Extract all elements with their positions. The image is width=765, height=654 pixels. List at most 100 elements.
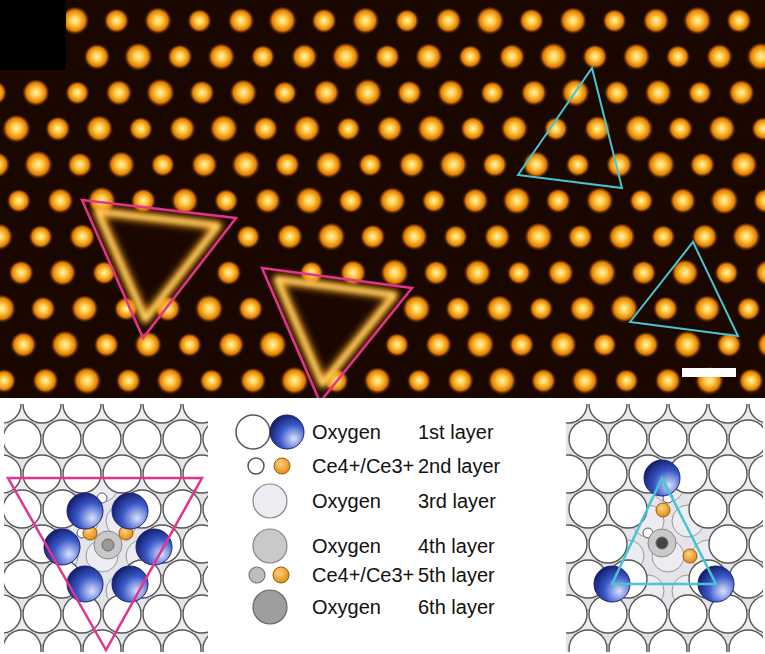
atom-blob bbox=[336, 118, 361, 143]
triangle-marker bbox=[262, 268, 412, 398]
ball-model bbox=[566, 404, 763, 652]
atom-blob bbox=[435, 8, 462, 35]
atom-blob bbox=[72, 367, 102, 397]
atom-blob bbox=[423, 261, 449, 287]
atom-blob bbox=[107, 152, 136, 181]
oxygen-1st bbox=[203, 490, 208, 528]
atom-blob bbox=[730, 152, 759, 181]
layer-3 bbox=[566, 404, 763, 652]
atom-blob bbox=[48, 260, 77, 289]
atom-blob bbox=[199, 370, 224, 395]
atom-blob bbox=[756, 332, 765, 361]
oxygen-1st-blue bbox=[44, 529, 80, 565]
oxygen-1st bbox=[163, 490, 201, 528]
atom-blob bbox=[115, 369, 141, 395]
atom-blob bbox=[239, 368, 266, 395]
atom-blob bbox=[667, 117, 693, 143]
atom-blob bbox=[565, 154, 590, 179]
atom-blob bbox=[582, 45, 608, 71]
atom-blob bbox=[385, 334, 410, 359]
atom-blob bbox=[482, 153, 508, 179]
ce-ion bbox=[683, 549, 697, 563]
atom-blob bbox=[10, 332, 37, 359]
oxygen-4th bbox=[94, 531, 122, 559]
triangle-marker bbox=[612, 478, 716, 584]
oxygen-1st bbox=[43, 630, 81, 652]
atom-blob bbox=[70, 296, 99, 325]
atom-blob bbox=[353, 79, 383, 109]
atom-blob bbox=[507, 262, 532, 287]
atom-blob bbox=[458, 46, 483, 71]
oxygen-1st bbox=[203, 560, 208, 598]
oxygen-1st bbox=[4, 420, 41, 458]
atom-blob bbox=[646, 151, 676, 181]
atom-blob bbox=[622, 44, 651, 73]
oxygen-1st bbox=[729, 560, 763, 598]
oxygen-1st bbox=[566, 455, 587, 493]
atom-blob bbox=[632, 332, 659, 359]
atom-blob bbox=[460, 117, 486, 143]
atom-blob bbox=[465, 331, 495, 361]
triangle-marker bbox=[8, 478, 202, 650]
atom-blob bbox=[518, 9, 544, 35]
atom-blob bbox=[709, 187, 739, 217]
atom-blob bbox=[85, 116, 114, 145]
atom-blob bbox=[93, 333, 119, 359]
atom-blob bbox=[214, 190, 239, 215]
atom-blob bbox=[530, 369, 556, 395]
triangle-marker bbox=[630, 242, 738, 336]
oxygen-1st bbox=[163, 630, 201, 652]
atom-blob bbox=[425, 332, 452, 359]
atom-blob bbox=[520, 80, 547, 107]
atom-blob bbox=[437, 80, 466, 109]
atom-blob bbox=[167, 45, 193, 71]
atom-blob bbox=[586, 188, 615, 217]
atom-blob bbox=[103, 9, 129, 35]
atom-blob bbox=[374, 45, 400, 71]
oxygen-1st bbox=[183, 595, 208, 633]
oxygen-1st bbox=[729, 490, 763, 528]
atom-blob bbox=[614, 370, 639, 395]
atom-blob bbox=[69, 224, 96, 251]
atom-blob bbox=[624, 115, 654, 145]
atom-blob bbox=[642, 8, 669, 35]
atom-blob bbox=[191, 152, 218, 179]
oxygen-1st bbox=[589, 404, 627, 423]
atom-blob bbox=[524, 223, 554, 253]
atom-blob bbox=[6, 190, 31, 215]
atom-blob bbox=[276, 224, 303, 251]
atom-blob bbox=[351, 8, 380, 37]
oxygen-1st bbox=[203, 420, 208, 458]
atom-blob bbox=[726, 9, 752, 35]
atom-blob bbox=[687, 82, 712, 107]
layer-label: 6th layer bbox=[418, 595, 495, 619]
oxygen-1st bbox=[689, 630, 727, 652]
oxygen-1st bbox=[669, 595, 707, 633]
atom-blob bbox=[498, 44, 525, 71]
atom-blob bbox=[134, 332, 163, 361]
oxygen-1st bbox=[689, 420, 727, 458]
atom-blob bbox=[463, 260, 492, 289]
atom-blob bbox=[539, 43, 569, 73]
oxygen-1st bbox=[4, 630, 41, 652]
atom-blob bbox=[105, 80, 132, 107]
atom-blob bbox=[231, 151, 261, 181]
atom-blob bbox=[236, 226, 261, 251]
oxygen-6th bbox=[102, 539, 114, 551]
oxygen-1st bbox=[63, 455, 101, 493]
atom-blob bbox=[156, 368, 185, 397]
atom-blob bbox=[313, 80, 340, 107]
atom-blob bbox=[545, 189, 571, 215]
atom-blob bbox=[438, 151, 468, 181]
oxygen-1st bbox=[163, 560, 201, 598]
oxygen-1st bbox=[143, 595, 181, 633]
atom-blob bbox=[421, 190, 446, 215]
atom-blob bbox=[689, 153, 715, 179]
atom-blob bbox=[644, 80, 673, 109]
triangle-marker bbox=[518, 68, 622, 188]
oxygen-1st-blue bbox=[136, 529, 172, 565]
atom-blob bbox=[47, 188, 74, 215]
oxygen-1st bbox=[569, 630, 607, 652]
atom-blob bbox=[592, 334, 617, 359]
